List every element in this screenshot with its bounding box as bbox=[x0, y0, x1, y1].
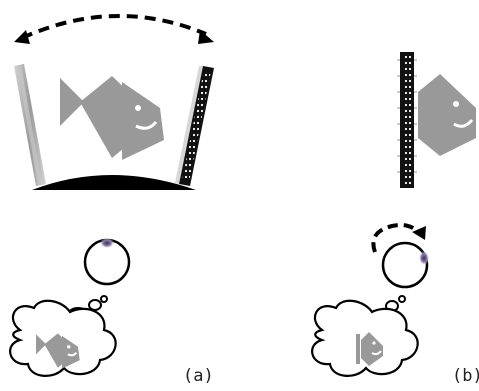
fish-half-thought-icon bbox=[356, 332, 383, 366]
sweep-arrow-head-right bbox=[198, 30, 214, 44]
eye-icon-b bbox=[381, 241, 429, 289]
slit-left-faded bbox=[14, 64, 46, 186]
panel-label-b: (b) bbox=[452, 366, 479, 386]
eye-icon bbox=[83, 238, 131, 286]
fish-icon bbox=[60, 76, 164, 160]
panel-a bbox=[9, 14, 214, 377]
rotation-arrow-head bbox=[412, 226, 426, 240]
rotation-arrow-icon bbox=[371, 223, 422, 253]
fish-thought-icon bbox=[36, 333, 80, 369]
panel-b bbox=[311, 52, 476, 377]
rotating-base bbox=[32, 175, 196, 190]
slit-right bbox=[175, 66, 214, 186]
sweep-arrow-head-left bbox=[14, 30, 30, 44]
sweep-arrow-icon bbox=[21, 14, 207, 40]
fish-partial-icon bbox=[418, 74, 476, 156]
panel-label-a: (a) bbox=[183, 366, 214, 386]
slit-center bbox=[397, 52, 417, 188]
